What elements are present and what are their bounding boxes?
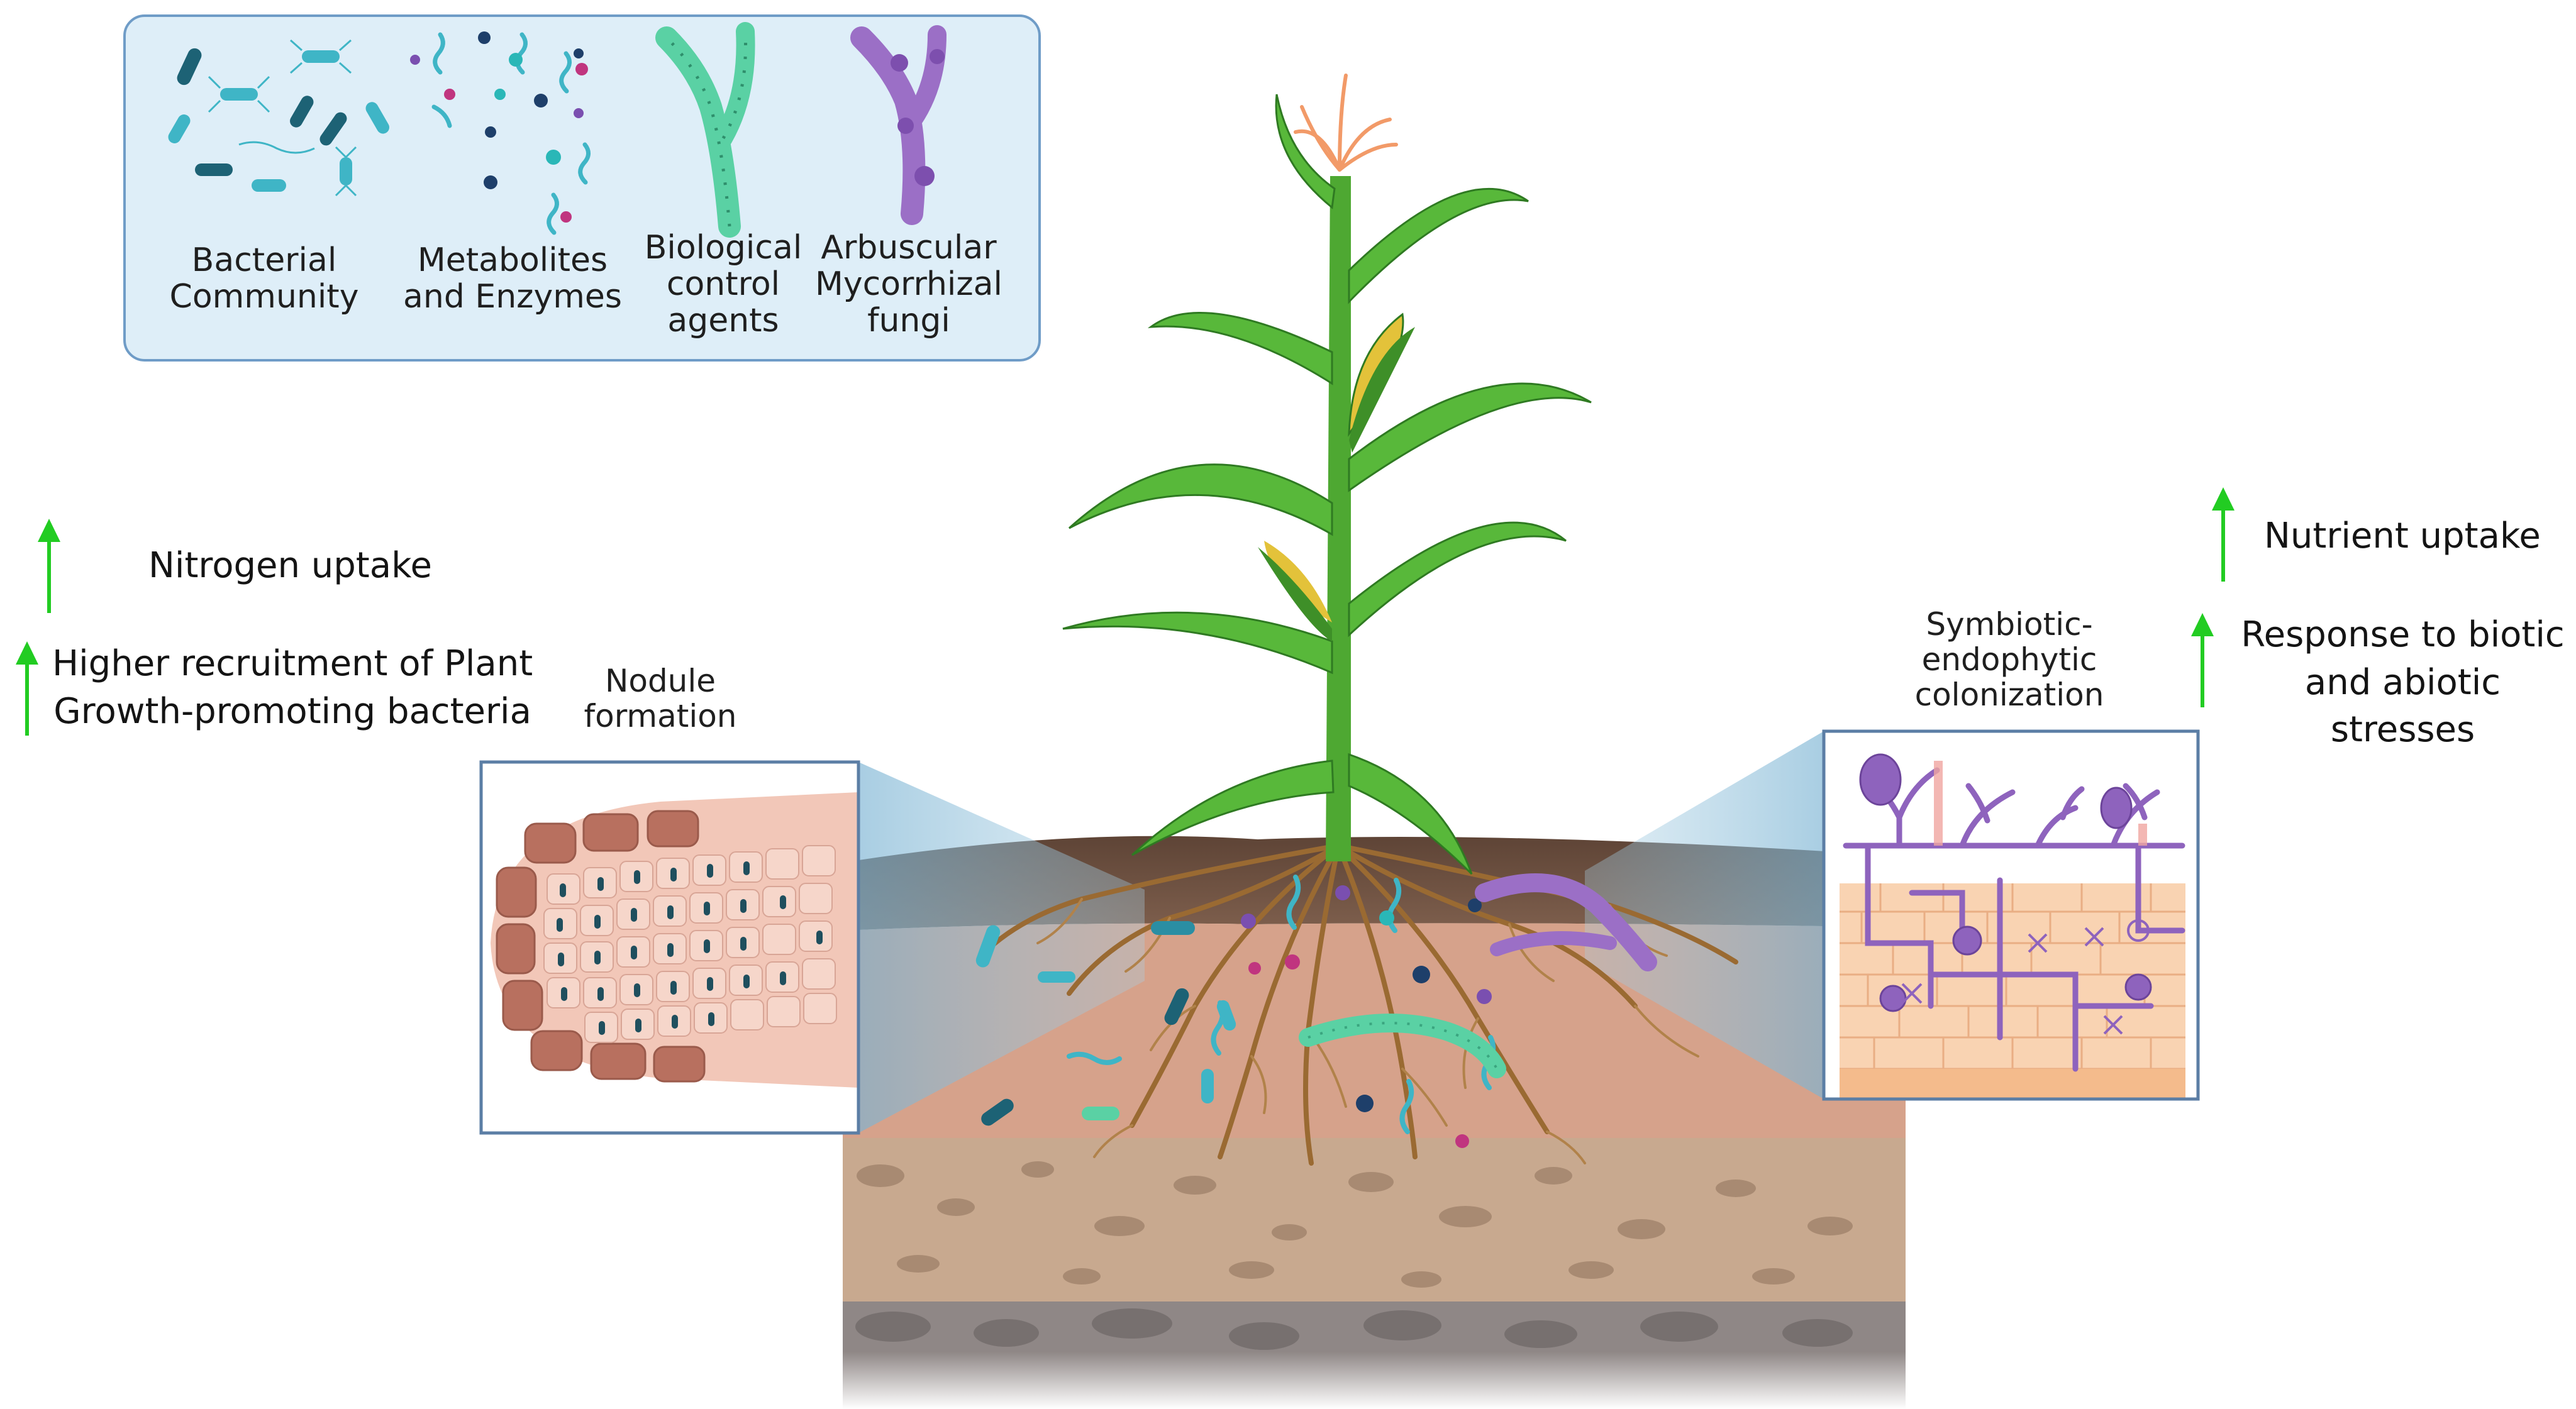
legend-bacteria-icon (168, 39, 389, 197)
soil-metabolites (1241, 885, 1492, 1148)
maize-tassel (1294, 74, 1398, 172)
arrow-up-icon (2212, 487, 2235, 582)
nodule-zoom-border (479, 760, 860, 1135)
maize-ears (1258, 312, 1415, 641)
legend-label-biological-control: Biological control agents (644, 229, 802, 340)
arrow-up-icon (2191, 613, 2214, 707)
colonization-zoom-panel (1822, 729, 2200, 1101)
legend-metabolites-icon (410, 31, 591, 235)
effect-nutrient-uptake: Nutrient uptake (2264, 516, 2541, 556)
bedrock-stones (855, 1308, 1853, 1350)
arrow-up-icon (16, 641, 38, 736)
effect-stress-response: Response to biotic and abiotic stresses (2241, 614, 2565, 751)
soil-mycorrhizal-hypha (1475, 873, 1657, 971)
legend-label-bacterial-community: Bacterial Community (169, 241, 359, 316)
effect-pgpb-recruitment: Higher recruitment of Plant Growth-promo… (52, 643, 533, 732)
colonization-title: Symbiotic- endophytic colonization (1914, 606, 2104, 713)
legend-label-metabolites: Metabolites and Enzymes (403, 241, 622, 316)
maize-plant (1062, 74, 1592, 875)
legend-label-mycorrhizal-fungi: Arbuscular Mycorrhizal fungi (815, 229, 1002, 340)
nodule-formation-title: Nodule formation (584, 663, 737, 734)
legend-mycorrhizal-icon (850, 25, 947, 225)
pebbles (857, 1161, 1853, 1288)
arrow-up-icon (38, 519, 60, 613)
soil-pebble-layer (843, 1138, 1906, 1301)
legend-panel (123, 14, 1041, 362)
legend-background (123, 14, 1041, 362)
colonization-zoom-border (1822, 729, 2200, 1101)
effect-nitrogen-uptake: Nitrogen uptake (148, 545, 432, 586)
soil-microbes (975, 873, 1657, 1148)
legend-biocontrol-icon (655, 22, 755, 238)
zoom-beam-right (1585, 731, 1824, 1099)
nodule-zoom-panel (479, 760, 860, 1135)
root-system (979, 843, 1738, 1166)
plant-stem (1326, 176, 1351, 861)
colonization-tissue (1840, 753, 2185, 1099)
effect-arrows (16, 487, 2235, 736)
zoom-beam-left (858, 762, 1145, 1133)
nodule-cells (491, 792, 858, 1088)
